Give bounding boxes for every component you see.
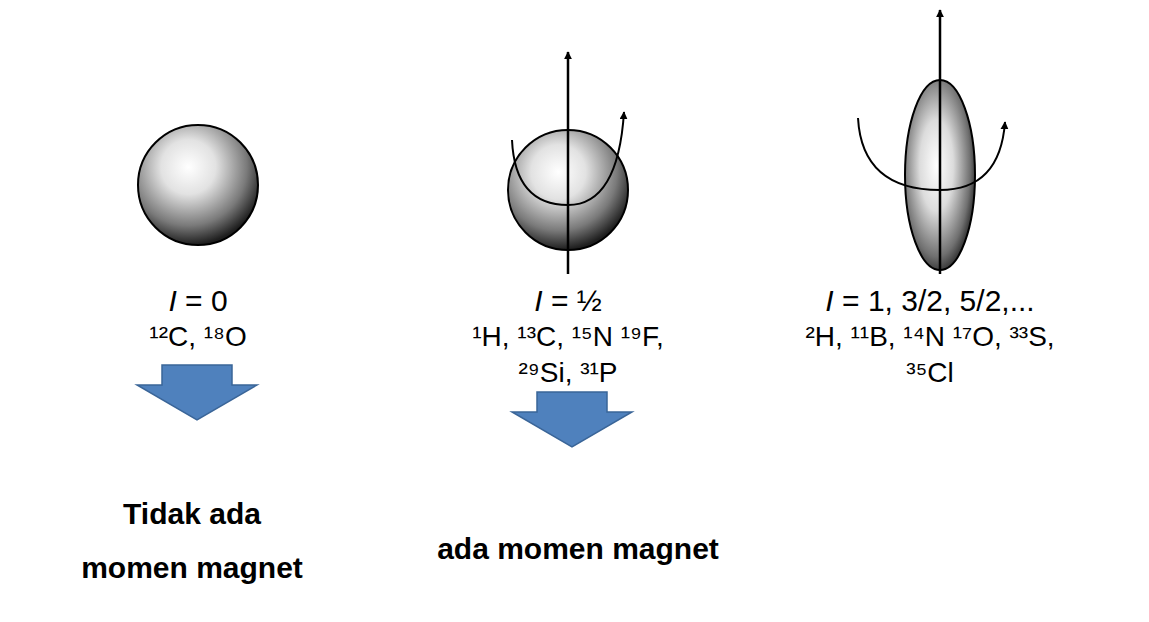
nuclide-list: ¹H, ¹³C, ¹⁵N ¹⁹F, ²⁹Si, ³¹P [461, 319, 676, 391]
nucleus-group: I = ½¹H, ¹³C, ¹⁵N ¹⁹F, ²⁹Si, ³¹P [461, 283, 676, 391]
rotation-arrow [858, 118, 1005, 190]
nucleus-sphere [138, 125, 258, 245]
block-arrow [512, 392, 632, 447]
spin-axis [567, 52, 570, 274]
result-label: ada momen magnet [437, 522, 719, 576]
spin-number: I = ½ [461, 283, 676, 319]
nuclide-list: ¹²C, ¹⁸O [91, 319, 306, 355]
nucleus-group: I = 1, 3/2, 5/2,...²H, ¹¹B, ¹⁴N ¹⁷O, ³³S… [805, 283, 1055, 391]
nucleus-group: I = 0¹²C, ¹⁸O [91, 283, 306, 355]
spin-number: I = 1, 3/2, 5/2,... [805, 283, 1055, 319]
nuclide-list: ²H, ¹¹B, ¹⁴N ¹⁷O, ³³S, ³⁵Cl [805, 319, 1055, 391]
spin-number: I = 0 [91, 283, 306, 319]
block-arrow [137, 365, 257, 420]
result-label: Tidak ada momen magnet [72, 487, 312, 595]
spin-axis [939, 10, 942, 274]
rotation-arrow [512, 112, 624, 205]
